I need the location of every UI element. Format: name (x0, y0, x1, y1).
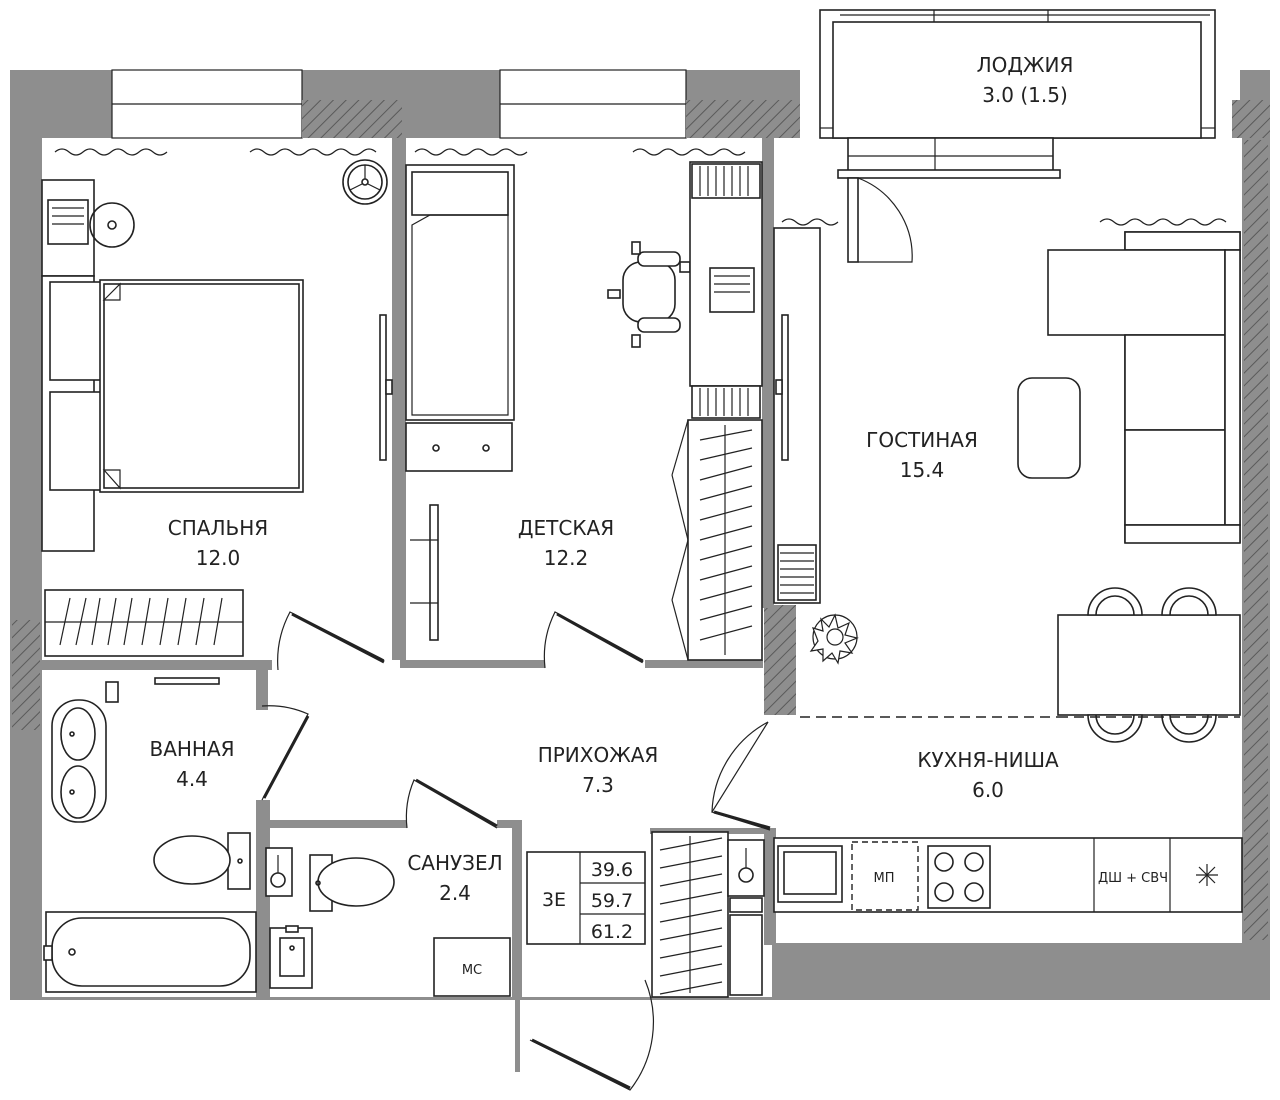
oven-label: МП (874, 871, 895, 886)
wc-fixtures: МС (269, 854, 511, 997)
room-name-loggia: ЛОДЖИЯ (977, 53, 1074, 77)
total-with-loggia-value: 61.2 (591, 921, 633, 943)
bedroom-furniture (41, 148, 393, 657)
room-area-loggia: 3.0 (1.5) (982, 83, 1068, 107)
living-area-value: 39.6 (591, 859, 633, 881)
room-name-bedroom: СПАЛЬНЯ (168, 516, 268, 540)
kitchen-furniture: МП ДШ + СВЧ (773, 837, 1243, 913)
room-area-kitchen: 6.0 (972, 778, 1004, 802)
room-name-hallway: ПРИХОЖАЯ (538, 743, 659, 767)
washing-machine-label: МС (462, 963, 482, 978)
plant-icon (809, 613, 859, 665)
room-area-living: 15.4 (900, 458, 945, 482)
house-logo-icon (49, 1022, 87, 1060)
room-name-bathroom: ВАННАЯ (149, 737, 234, 761)
nursery-furniture (405, 148, 763, 661)
area-summary-table: 3E 39.6 59.7 61.2 (526, 851, 646, 945)
room-area-wc: 2.4 (439, 881, 471, 905)
room-area-bathroom: 4.4 (176, 767, 208, 791)
total-area-value: 59.7 (591, 890, 633, 912)
walls (10, 69, 1270, 1072)
loggia (819, 9, 1216, 263)
doors (261, 611, 771, 1091)
room-name-wc: САНУЗЕЛ (407, 851, 502, 875)
living-furniture (773, 218, 1241, 743)
room-labels: ЛОДЖИЯ 3.0 (1.5) СПАЛЬНЯ 12.0 ДЕТСКАЯ 12… (149, 53, 1073, 905)
fridge-icon (1196, 864, 1218, 886)
apartment-type: 3E (542, 889, 566, 911)
room-area-bedroom: 12.0 (196, 546, 241, 570)
room-area-hallway: 7.3 (582, 773, 614, 797)
watermark-text: ДОМКЛИК (98, 1031, 280, 1066)
room-name-living: ГОСТИНАЯ (866, 428, 978, 452)
bathroom-fixtures (43, 677, 293, 993)
room-name-nursery: ДЕТСКАЯ (518, 516, 614, 540)
dishwasher-label: ДШ + СВЧ (1098, 871, 1168, 886)
hall-wardrobe (651, 831, 765, 998)
watermark: ДОМКЛИК (49, 1022, 280, 1066)
room-area-nursery: 12.2 (544, 546, 589, 570)
room-name-kitchen: КУХНЯ-НИША (917, 748, 1059, 772)
